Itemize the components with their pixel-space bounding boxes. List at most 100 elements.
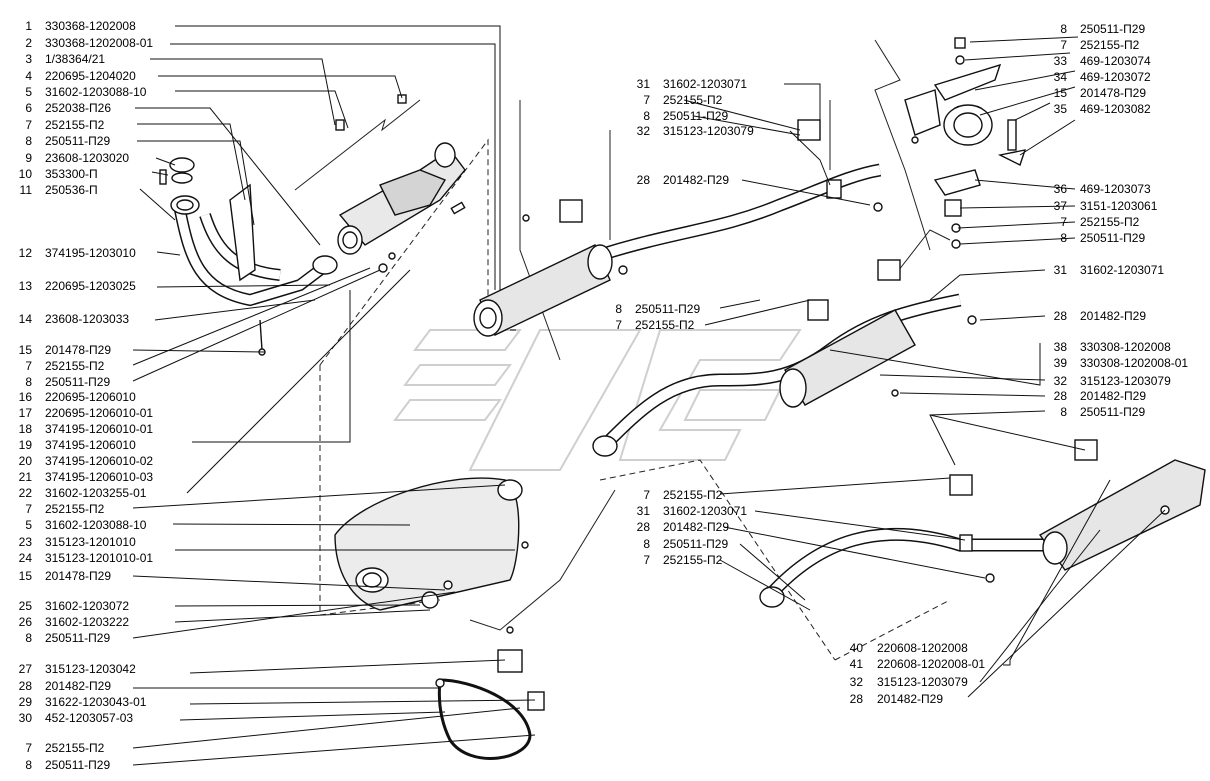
callout-number: 6: [25, 101, 32, 115]
callout-number: 7: [25, 502, 32, 516]
callout-part-code: 250511-П29: [45, 134, 110, 148]
callout-number: 28: [19, 679, 33, 693]
callout-number: 17: [19, 406, 33, 420]
callout-part-code: 201478-П29: [45, 343, 111, 357]
callout-number: 7: [25, 741, 32, 755]
callout-number: 8: [615, 302, 622, 316]
callout-number: 12: [19, 246, 33, 260]
callout-number: 41: [850, 657, 864, 671]
callout-number: 7: [643, 93, 650, 107]
callout-part-code: 252038-П26: [45, 101, 111, 115]
callout-number: 8: [1060, 231, 1067, 245]
callout-number: 32: [850, 675, 864, 689]
callout-part-code: 23608-1203020: [45, 151, 129, 165]
callout-part-code: 315123-1203042: [45, 662, 136, 676]
callout-part-code: 23608-1203033: [45, 312, 129, 326]
callout-part-code: 252155-П2: [45, 741, 105, 755]
callout-part-code: 252155-П2: [1080, 38, 1140, 52]
callout-number: 40: [850, 641, 864, 655]
callout-number: 8: [25, 631, 32, 645]
callout-part-code: 220608-1202008: [877, 641, 968, 655]
callout-number: 28: [637, 520, 651, 534]
callout-number: 23: [19, 535, 33, 549]
callout-number: 9: [25, 151, 32, 165]
callout-part-code: 201478-П29: [45, 569, 111, 583]
callout-number: 7: [643, 553, 650, 567]
callout-number: 20: [19, 454, 33, 468]
callout-part-code: 374195-1206010-03: [45, 470, 153, 484]
callout-part-code: 31602-1203255-01: [45, 486, 147, 500]
callout-part-code: 31602-1203071: [663, 504, 747, 518]
callout-number: 36: [1054, 182, 1068, 196]
callout-number: 8: [1060, 405, 1067, 419]
callout-part-code: 3151-1203061: [1080, 199, 1158, 213]
rear-muffler: [759, 439, 1206, 608]
callout-part-code: 330308-1202008: [1080, 340, 1171, 354]
callout-part-code: 220695-1206010: [45, 390, 136, 404]
callout-number: 32: [637, 124, 651, 138]
callout-part-code: 201482-П29: [663, 173, 729, 187]
callout-number: 10: [19, 167, 33, 181]
callout-part-code: 452-1203057-03: [45, 711, 133, 725]
callout-number: 18: [19, 422, 33, 436]
callout-part-code: 201482-П29: [45, 679, 111, 693]
callout-part-code: 201482-П29: [1080, 309, 1146, 323]
callout-part-code: 250511-П29: [1080, 231, 1145, 245]
callout-number: 19: [19, 438, 33, 452]
callout-number: 8: [643, 109, 650, 123]
callout-number: 33: [1054, 54, 1068, 68]
leader-lines: [132, 25, 1166, 766]
callout-part-code: 250511-П29: [45, 758, 110, 772]
callout-part-code: 31602-1203071: [663, 77, 747, 91]
callout-part-code: 252155-П2: [1080, 215, 1140, 229]
intermediate-muffler: [473, 119, 883, 337]
callout-number: 15: [19, 569, 33, 583]
callout-part-code: 469-1203073: [1080, 182, 1151, 196]
callout-part-code: 252155-П2: [45, 118, 105, 132]
callout-number: 4: [25, 69, 32, 83]
callout-part-code: 250511-П29: [1080, 405, 1145, 419]
callout-part-code: 220608-1202008-01: [877, 657, 985, 671]
callout-number: 28: [1054, 389, 1068, 403]
callout-part-code: 31602-1203222: [45, 615, 129, 629]
callout-part-code: 1/38364/21: [45, 52, 105, 66]
callout-part-code: 315123-1203079: [1080, 374, 1171, 388]
callout-part-code: 252155-П2: [663, 553, 723, 567]
callout-number: 24: [19, 551, 33, 565]
callout-number: 11: [20, 183, 33, 197]
callout-number: 2: [25, 36, 32, 50]
callout-number: 7: [1060, 38, 1067, 52]
callout-part-code: 31622-1203043-01: [45, 695, 147, 709]
callout-part-code: 315123-1201010: [45, 535, 136, 549]
callout-number: 15: [19, 343, 33, 357]
callout-part-code: 201482-П29: [877, 692, 943, 706]
callout-part-code: 374195-1206010-01: [45, 422, 153, 436]
callout-number: 31: [1054, 263, 1068, 277]
callout-part-code: 252155-П2: [635, 318, 695, 332]
callout-number: 3: [25, 52, 32, 66]
hanger-bracket: [904, 37, 1027, 249]
dividers: [294, 39, 951, 631]
callout-part-code: 31602-1203071: [1080, 263, 1164, 277]
callout-part-code: 252155-П2: [45, 359, 105, 373]
callout-number: 5: [25, 85, 32, 99]
callout-part-code: 469-1203082: [1080, 102, 1151, 116]
callout-part-code: 315123-1201010-01: [45, 551, 153, 565]
callout-part-code: 330308-1202008-01: [1080, 356, 1188, 370]
callout-part-code: 315123-1203079: [877, 675, 968, 689]
callout-part-code: 220695-1206010-01: [45, 406, 153, 420]
callout-number: 7: [25, 359, 32, 373]
callout-number: 27: [19, 662, 33, 676]
callout-part-code: 201482-П29: [1080, 389, 1146, 403]
callout-number: 13: [19, 279, 33, 293]
callout-part-code: 252155-П2: [663, 93, 723, 107]
callout-part-code: 31602-1203072: [45, 599, 129, 613]
callout-part-code: 353300-П: [45, 167, 98, 181]
callout-number: 8: [25, 758, 32, 772]
callout-number: 7: [643, 488, 650, 502]
callout-part-code: 250511-П29: [663, 109, 728, 123]
callout-number: 21: [19, 470, 33, 484]
